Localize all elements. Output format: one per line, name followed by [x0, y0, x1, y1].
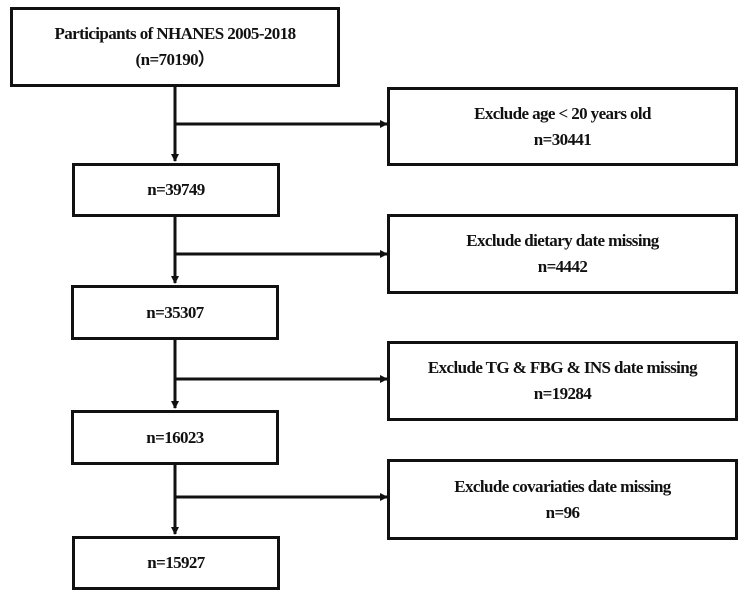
exclude-count: n=96	[545, 502, 580, 522]
exclude-label: Exclude covariaties date missing	[454, 476, 671, 496]
remaining-box-2: n=35307	[71, 285, 279, 340]
remaining-count: n=39749	[147, 180, 205, 199]
exclude-count: n=30441	[533, 129, 592, 149]
exclude-box-4: Exclude covariaties date missing n=96	[387, 459, 738, 540]
final-box: n=15927	[72, 536, 280, 590]
exclude-label: Exclude age < 20 years old	[474, 103, 651, 123]
exclude-box-2: Exclude dietary date missing n=4442	[387, 214, 738, 294]
remaining-box-1: n=39749	[72, 163, 280, 217]
start-box: Participants of NHANES 2005-2018 (n=7019…	[10, 7, 340, 87]
remaining-box-3: n=16023	[71, 410, 279, 465]
start-title: Participants of NHANES 2005-2018	[54, 24, 297, 43]
exclude-count: n=19284	[533, 384, 592, 403]
remaining-count: n=16023	[146, 427, 204, 447]
final-count: n=15927	[147, 553, 205, 572]
start-count: (n=70190）	[135, 50, 216, 69]
exclude-box-1: Exclude age < 20 years old n=30441	[387, 87, 738, 166]
exclude-label: Exclude dietary date missing	[466, 231, 659, 250]
exclude-count: n=4442	[537, 257, 588, 276]
remaining-count: n=35307	[146, 302, 204, 322]
exclude-box-3: Exclude TG & FBG & INS date missing n=19…	[387, 341, 738, 421]
exclude-label: Exclude TG & FBG & INS date missing	[427, 358, 698, 377]
